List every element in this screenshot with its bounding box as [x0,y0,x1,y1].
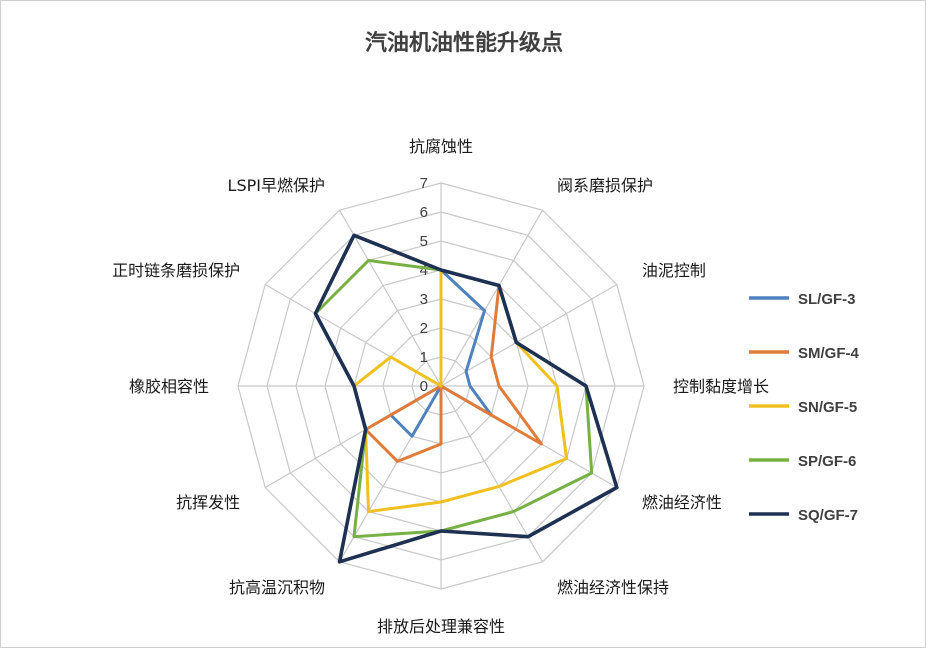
radial-tick-label: 7 [420,175,428,192]
radial-tick-label: 6 [420,204,428,221]
category-label: 抗挥发性 [176,493,240,512]
chart-title: 汽油机油性能升级点 [364,31,563,56]
category-label: 排放后处理兼容性 [377,617,505,636]
radial-tick-label: 2 [420,320,428,337]
category-labels: 抗腐蚀性阀系磨损保护油泥控制控制黏度增长燃油经济性燃油经济性保持排放后处理兼容性… [112,137,769,636]
legend-entry: SQ/GF-7 [798,507,858,524]
radial-tick-labels: 0 1 2 3 4 5 6 7 [420,175,428,395]
category-label: 燃油经济性保持 [557,578,669,597]
series-line [313,233,619,564]
grid-spoke [440,385,544,563]
category-label: 燃油经济性 [642,493,722,512]
category-label: 控制黏度增长 [673,377,769,396]
category-label: 油泥控制 [642,261,706,280]
legend-entry: SP/GF-6 [798,453,856,470]
grid-spoke [440,283,618,387]
series-lines [313,233,619,564]
legend-entry: SL/GF-3 [798,291,856,308]
category-label: 抗腐蚀性 [409,137,473,156]
radial-tick-label: 0 [420,378,428,395]
grid-spoke [338,209,442,387]
radial-tick-label: 5 [420,233,428,250]
legend: SL/GF-3SM/GF-4SN/GF-5SP/GF-6SQ/GF-7 [749,291,859,524]
series-line [364,268,543,463]
category-label: 橡胶相容性 [129,377,209,396]
radial-tick-label: 4 [420,262,428,279]
category-label: LSPI早燃保护 [228,176,325,195]
radial-tick-label: 1 [420,349,428,366]
category-label: 正时链条磨损保护 [112,261,240,280]
category-label: 抗高温沉积物 [229,578,325,597]
legend-entry: SN/GF-5 [798,399,857,416]
legend-entry: SM/GF-4 [798,345,859,362]
category-label: 阀系磨损保护 [557,176,653,195]
series-line [352,268,569,514]
radial-tick-label: 3 [420,291,428,308]
grid-spoke [440,209,544,387]
